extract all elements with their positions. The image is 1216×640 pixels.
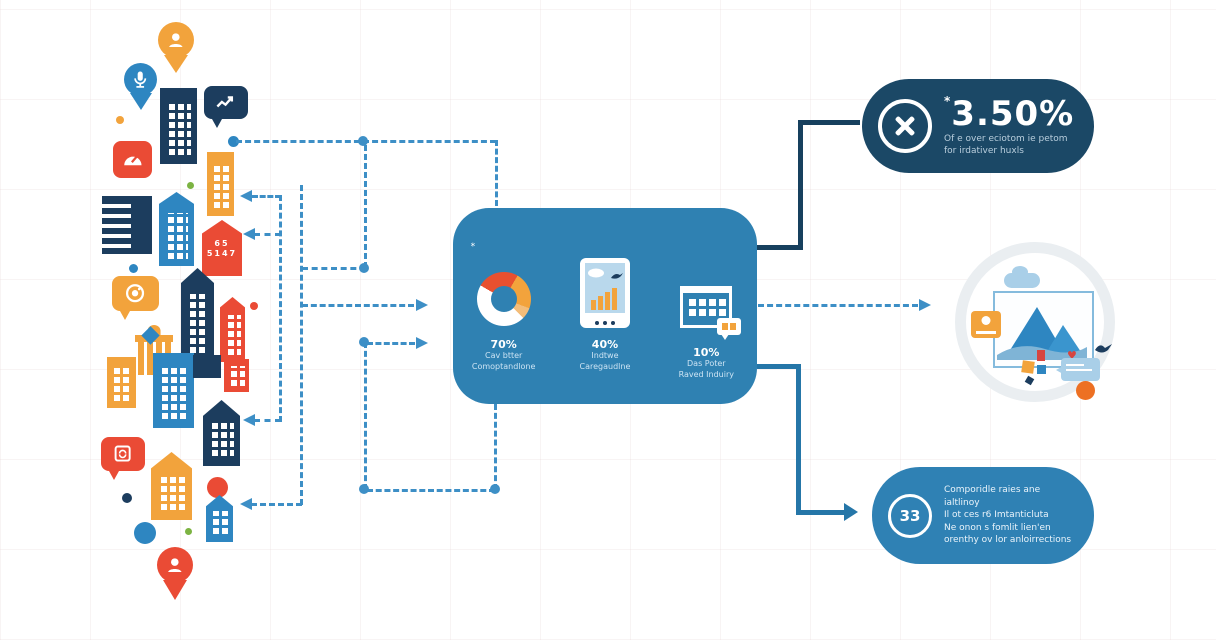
building-yellow-b <box>107 357 136 408</box>
dot-navy <box>122 493 132 503</box>
arrow-right-icon <box>919 299 931 311</box>
dot-green <box>187 182 194 189</box>
item-percentage: 40% <box>591 338 619 351</box>
dashed-line <box>251 503 302 506</box>
card-item-building: 10% Das Poter Raved Induiry <box>656 244 757 404</box>
building-red-b <box>224 359 249 392</box>
dot-blue-b <box>129 264 138 273</box>
dashed-line <box>367 342 415 345</box>
stat-value: *3.50% <box>944 93 1075 134</box>
arrow-left-icon <box>243 414 255 426</box>
tablet-buttons <box>580 321 630 325</box>
chat-badge-icon <box>717 318 742 340</box>
number-badge: 33 <box>888 493 932 538</box>
item-label: Raved Induiry <box>678 369 734 379</box>
heart-icon: ♥ <box>1067 349 1077 362</box>
house-orange <box>151 452 192 520</box>
pin-mic-blue <box>124 63 157 110</box>
card-item-donut: * 70% Cav btter Comoptandlone <box>453 242 554 404</box>
building-navy-a <box>160 88 197 164</box>
arrow-left-icon <box>243 228 255 240</box>
junction-dot <box>359 484 369 494</box>
item-percentage: 10% <box>693 346 720 359</box>
arrow-right-icon <box>416 337 428 349</box>
dashed-line <box>364 145 367 268</box>
dashed-line <box>254 233 281 236</box>
sparkle-icon: * <box>470 242 476 252</box>
tower-blue <box>159 192 194 266</box>
dot-blue-a <box>228 136 239 147</box>
dashed-line <box>300 185 303 505</box>
chat-refresh-bubble <box>101 437 145 480</box>
building-badge-icon <box>680 286 742 340</box>
arrow-right-icon <box>416 299 428 311</box>
arrow-left-icon <box>240 190 252 202</box>
chat-bubble-icon <box>1056 358 1100 381</box>
item-label: Caregaudlne <box>579 361 631 371</box>
id-card-icon <box>971 311 1001 338</box>
dashed-line <box>364 342 367 490</box>
skyscraper-navy <box>181 268 214 362</box>
pin-person-red <box>157 547 193 600</box>
square-blue-icon <box>1037 365 1046 374</box>
bar-chart-icon <box>590 288 617 310</box>
tower-red <box>220 297 245 362</box>
junction-dot <box>359 337 369 347</box>
tablet-chart-icon <box>579 258 630 328</box>
item-label: Das Poter <box>687 359 726 368</box>
dashed-line <box>494 404 497 490</box>
block-navy <box>193 355 221 378</box>
item-percentage: 70% <box>490 338 517 351</box>
junction-dot <box>490 484 500 494</box>
pin-person-orange <box>158 22 194 73</box>
circled-x-icon <box>878 99 932 153</box>
stat-pill: *3.50% Of e over eciotom ie petom for ir… <box>862 79 1094 173</box>
dashed-line <box>495 140 498 206</box>
item-label: Cav btter <box>484 351 523 360</box>
house-blue-small <box>206 495 233 542</box>
house-navy <box>203 400 240 466</box>
orange-dot-icon <box>1076 381 1095 400</box>
summary-card: * 70% Cav btter Comoptandlone <box>453 208 757 404</box>
gauge-badge-red <box>113 141 152 178</box>
picture-frame: ♥ <box>993 291 1112 368</box>
bird-icon <box>1095 344 1112 353</box>
dashed-line <box>302 267 366 270</box>
dashed-line <box>302 304 414 307</box>
dashed-line <box>367 489 495 492</box>
stat-caption: Of e over eciotom ie petom for irdativer… <box>944 133 1068 156</box>
dot-yellow <box>116 116 124 124</box>
dot-red <box>250 302 258 310</box>
card-item-tablet: 40% Indtwe Caregaudlne <box>554 244 655 404</box>
note-pill: 33 Comporidle raies ane ialtlinoy Il ot … <box>872 467 1094 564</box>
item-label: Comoptandlone <box>471 361 536 371</box>
circle-blue <box>134 522 156 544</box>
dashed-line <box>252 195 281 198</box>
dot-green-b <box>185 528 192 535</box>
circle-red <box>207 477 228 498</box>
note-text: Comporidle raies ane ialtlinoy Il ot ces… <box>944 485 1072 546</box>
square-orange-icon <box>1021 360 1035 374</box>
dashed-line <box>279 195 282 422</box>
tick-navy-icon <box>1024 375 1035 386</box>
ledger-building-navy <box>102 196 152 254</box>
flag-red-icon <box>1037 350 1045 361</box>
dashed-line <box>254 419 281 422</box>
building-blue-big <box>153 353 194 428</box>
donut-chart-icon <box>476 272 531 326</box>
building-yellow-a <box>207 152 234 216</box>
cloud-bird-icon <box>587 268 623 279</box>
junction-dot <box>358 136 368 146</box>
photo-circle-illustration: ♥ <box>955 242 1115 402</box>
arrow-left-icon <box>240 498 252 510</box>
chat-trendline-bubble <box>204 86 248 128</box>
item-label: Indtwe <box>591 351 619 360</box>
cloud-icon <box>1004 266 1040 288</box>
chat-camera-bubble <box>112 276 159 320</box>
junction-dot <box>359 263 369 273</box>
arrow-right-icon <box>844 503 858 521</box>
dashed-line <box>758 304 918 307</box>
